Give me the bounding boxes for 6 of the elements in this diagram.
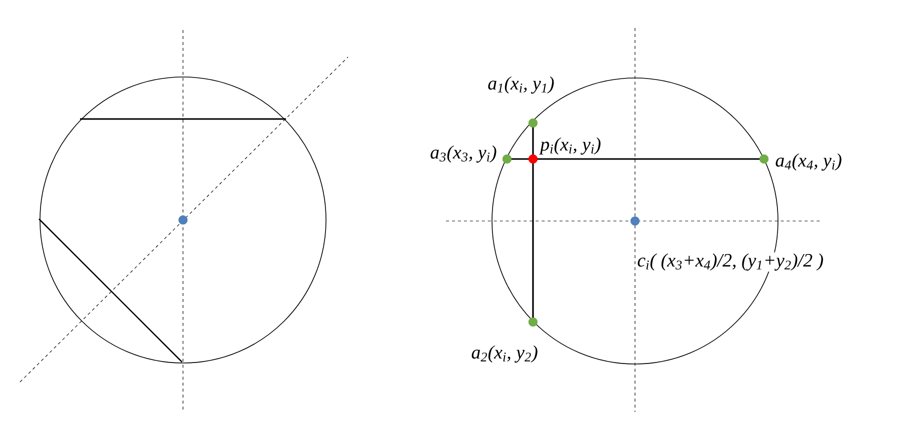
- point-label: a$_{1}$(x$_{i}$, y$_{1}$): [486, 75, 556, 95]
- point-label: a$_{2}$(x$_{i}$, y$_{2}$): [470, 344, 539, 364]
- point-label: c$_{i}$( (x$_{3}$+x$_{4}$)/2, (y$_{1}$+y$_{2}$)/2 ): [636, 252, 825, 272]
- point-label: a$_{3}$(x$_{3}$, y$_{i}$): [429, 144, 498, 164]
- point-label: a$_{4}$(x$_{4}$, y$_{i}$): [774, 152, 843, 172]
- point-label: p$_{i}$(x$_{i}$, y$_{i}$): [539, 136, 602, 156]
